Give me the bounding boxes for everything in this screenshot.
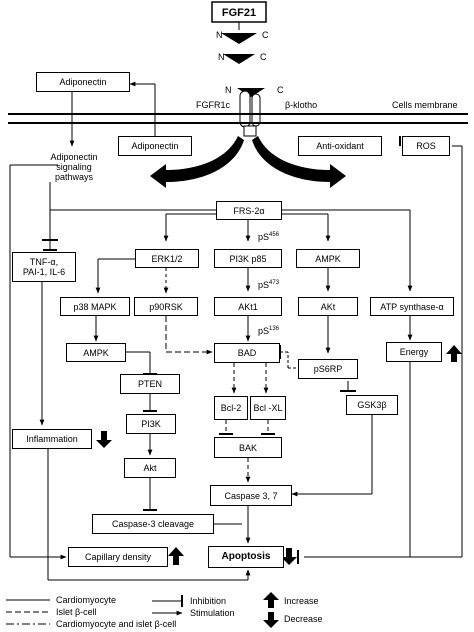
svg-text:C: C [262, 30, 269, 40]
tnf-box: TNF-α,PAI-1, IL-6 [12, 252, 76, 282]
adiponectin-pathway-label: Adiponectin signaling pathways [50, 152, 98, 182]
ps136-label: pS136 [258, 326, 280, 336]
caspase3-cleavage-box: Caspase-3 cleavage [92, 514, 214, 534]
akt1-box: AKt1 [214, 297, 282, 316]
adiponectin-top-box: Adiponectin [36, 72, 130, 92]
ps456-label: pS456 [258, 232, 280, 242]
energy-increase-icon [446, 345, 462, 362]
frs2a-box: FRS-2α [216, 201, 282, 220]
fgfr1c-receptor [239, 90, 251, 128]
legend-cardiomyocyte: Cardiomyocyte [56, 595, 117, 605]
atp-synthase-box: ATP synthase-α [370, 297, 454, 316]
pi3k-box: PI3K [126, 414, 176, 434]
pi3k-p85-box: PI3K p85 [214, 249, 282, 268]
cells-membrane-label: Cells membrane [392, 100, 458, 110]
legend-both: Cardiomyocyte and islet β-cell [56, 619, 177, 629]
anti-oxidant-box: Anti-oxidant [298, 136, 382, 156]
pten-box: PTEN [120, 374, 180, 394]
akt-bottom-box: Akt [124, 458, 176, 478]
caspase-37-box: Caspase 3, 7 [210, 485, 292, 506]
decrease-arrow-legend [263, 612, 279, 628]
svg-text:N: N [216, 30, 223, 40]
inflammation-box: Inflammation [12, 429, 92, 449]
gsk3b-box: GSK3β [346, 395, 398, 415]
fgf21-ligand-2 [223, 54, 255, 64]
p38-mapk-box: p38 MAPK [60, 297, 130, 316]
energy-box: Energy [386, 342, 442, 362]
capillary-density-box: Capillary density [68, 547, 168, 567]
curved-arrow-left [150, 136, 244, 188]
p90rsk-box: p90RSK [134, 297, 198, 316]
legend-stimulation: Stimulation [190, 608, 235, 618]
apoptosis-box: Apoptosis [208, 546, 284, 568]
legend-lines [6, 595, 183, 625]
svg-text:C: C [277, 85, 284, 95]
beta-klotho-receptor [251, 93, 261, 127]
bak-box: BAK [214, 437, 282, 458]
ps6rp-box: pS6RP [298, 359, 358, 379]
akt-mid-box: AKt [298, 297, 358, 316]
fgf21-label: FGF21 [222, 7, 256, 19]
ampk-left-box: AMPK [66, 343, 126, 362]
ps473-label: pS473 [258, 280, 280, 290]
svg-text:C: C [260, 52, 267, 62]
bclxl-box: Bcl -XL [250, 396, 286, 420]
fgf21-ligand-3 [237, 88, 265, 97]
legend-inhibition: Inhibition [190, 596, 227, 606]
inflammation-decrease-icon [96, 431, 112, 448]
fgf21-ligand-1 [221, 33, 257, 44]
capillary-increase-icon [168, 547, 184, 565]
increase-arrow-legend [263, 592, 279, 608]
bad-box: BAD [214, 343, 280, 363]
adiponectin-membrane-box: Adiponectin [118, 136, 192, 156]
ros-box: ROS [402, 136, 450, 156]
bcl2-box: Bcl-2 [214, 396, 248, 420]
apoptosis-decrease-icon [281, 548, 297, 565]
legend-decrease: Decrease [284, 614, 323, 624]
svg-text:N: N [225, 85, 232, 95]
svg-text:N: N [218, 52, 225, 62]
beta-klotho-label: β-klotho [285, 100, 317, 110]
curved-arrow-right [252, 136, 346, 188]
legend-increase: Increase [284, 596, 319, 606]
fgfr1c-label: FGFR1c [196, 100, 231, 110]
erk-box: ERK1/2 [135, 249, 199, 268]
ampk-top-box: AMPK [296, 249, 360, 268]
legend-islet: Islet β-cell [56, 607, 97, 617]
